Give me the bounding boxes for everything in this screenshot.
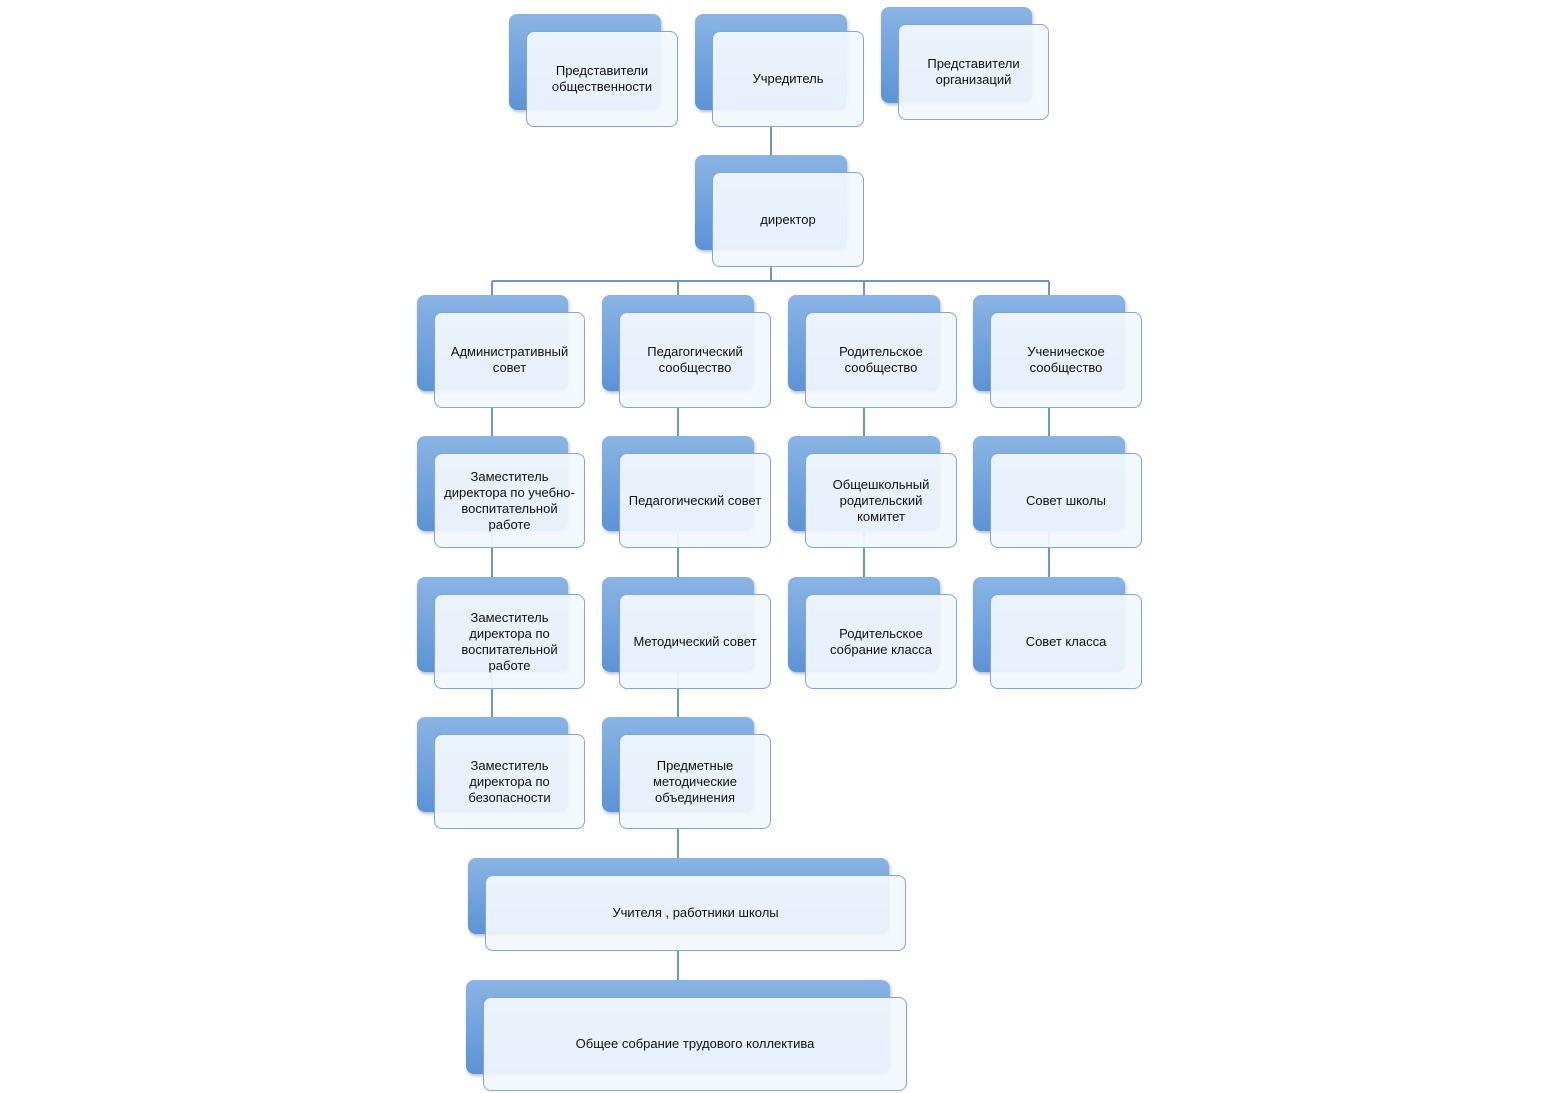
node-label: Учителя , работники школы [612, 905, 779, 920]
node-label: Предметные методические объединения [652, 757, 738, 805]
node-label: Административный совет [450, 344, 569, 375]
node-student-community: Ученическое сообщество [973, 295, 1142, 408]
node-pedagogical-council: Педагогический совет [602, 436, 771, 548]
node-parent-community: Родительское сообщество [788, 295, 957, 408]
node-deputy-educational-work: Заместитель директора по учебно- воспита… [417, 436, 585, 548]
node-label: Представители организаций [927, 56, 1020, 87]
node-label: Общее собрание трудового коллектива [575, 1036, 815, 1051]
node-founder: Учредитель [695, 14, 864, 127]
node-subject-methodical-associations: Предметные методические объединения [602, 717, 771, 829]
node-label: Родительское сообщество [839, 344, 923, 375]
node-public-representatives: Представители общественности [509, 14, 678, 127]
node-general-staff-meeting: Общее собрание трудового коллектива [466, 980, 907, 1091]
node-label: Заместитель директора по безопасности [468, 757, 551, 805]
node-label: Заместитель директора по учебно- воспита… [444, 468, 575, 532]
node-school-parent-committee: Общешкольный родительский комитет [788, 436, 957, 548]
node-class-parent-meeting: Родительское собрание класса [788, 577, 957, 689]
node-label: Ученическое сообщество [1027, 344, 1105, 375]
node-deputy-upbringing-work: Заместитель директора по воспитательной … [417, 577, 585, 689]
node-label: Педагогический сообщество [647, 344, 743, 375]
node-label: Педагогический совет [628, 492, 762, 508]
node-label: Совет школы [1026, 492, 1106, 508]
node-label: директор [760, 211, 816, 227]
node-label: Родительское собрание класса [830, 625, 932, 657]
node-school-council: Совет школы [973, 436, 1142, 548]
node-methodical-council: Методический совет [602, 577, 771, 689]
node-label: Совет класса [1025, 633, 1107, 649]
node-label: Представители общественности [551, 63, 653, 94]
node-administrative-council: Административный совет [417, 295, 585, 408]
node-teachers-school-staff: Учителя , работники школы [468, 858, 906, 951]
node-organization-representatives: Представители организаций [881, 7, 1049, 120]
node-deputy-safety: Заместитель директора по безопасности [417, 717, 585, 829]
node-label: Методический совет [633, 633, 757, 649]
node-director: директор [695, 155, 864, 267]
node-class-council: Совет класса [973, 577, 1142, 689]
node-pedagogical-community: Педагогический сообщество [602, 295, 771, 408]
node-label: Учредитель [752, 71, 824, 86]
node-label: Заместитель директора по воспитательной … [461, 609, 558, 673]
node-label: Общешкольный родительский комитет [832, 476, 930, 524]
